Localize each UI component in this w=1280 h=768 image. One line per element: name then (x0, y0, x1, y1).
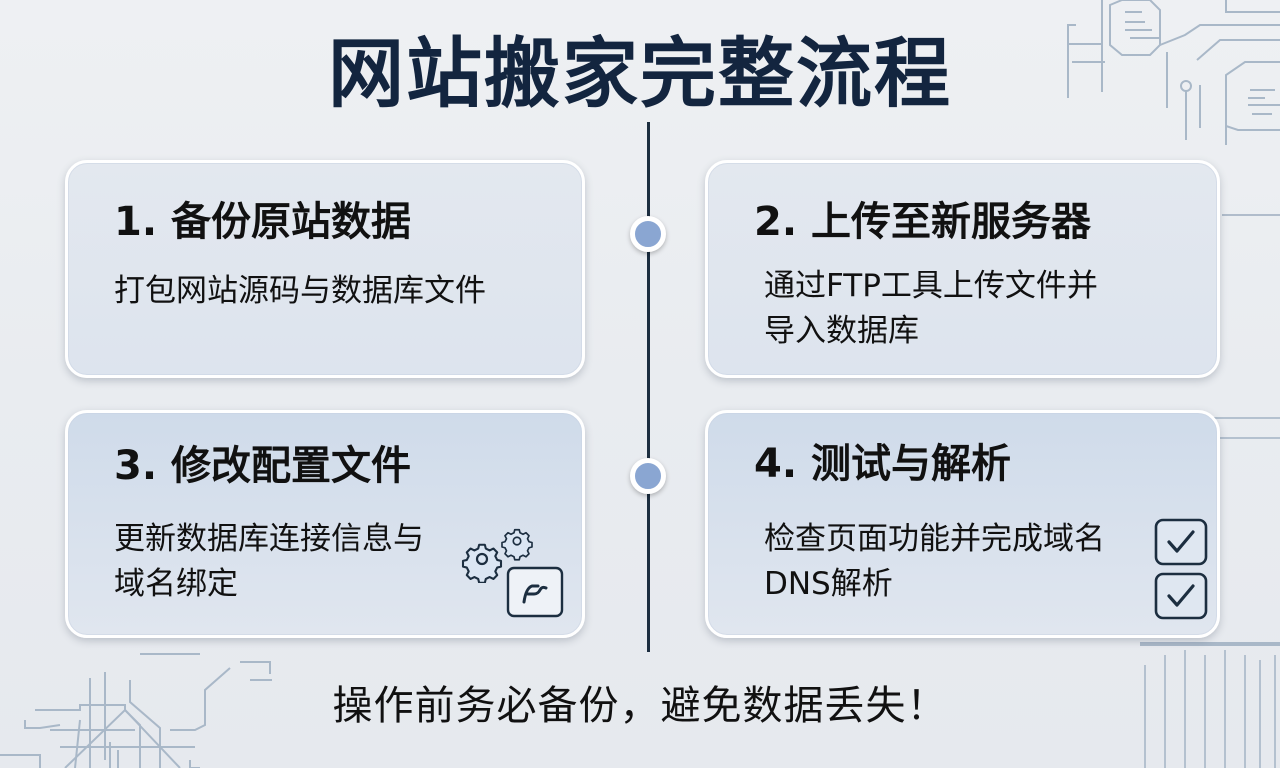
step-title: 4. 测试与解析 (754, 441, 1011, 487)
step-description: 更新数据库连接信息与 域名绑定 (114, 517, 424, 607)
footer-warning: 操作前务必备份，避免数据丢失！ (332, 683, 948, 729)
timeline-node-1 (630, 216, 666, 252)
step-description: 打包网站源码与数据库文件 (114, 269, 486, 314)
step-description-line: 通过FTP工具上传文件并 (764, 268, 1098, 304)
timeline-node-2 (630, 458, 666, 494)
step-description-line: DNS解析 (764, 566, 893, 602)
step-card-4: 4. 测试与解析 检查页面功能并完成域名 DNS解析 (705, 410, 1220, 638)
step-card-3: 3. 修改配置文件 更新数据库连接信息与 域名绑定 (65, 410, 585, 638)
step-description: 检查页面功能并完成域名 DNS解析 (764, 517, 1105, 607)
step-description-line: 更新数据库连接信息与 (114, 521, 424, 557)
step-description-line: 导入数据库 (764, 313, 919, 349)
step-description-line: 域名绑定 (114, 566, 238, 602)
page-title: 网站搬家完整流程 (328, 29, 952, 118)
checkbox-checked-icon (1154, 518, 1208, 570)
gears-icon (460, 523, 540, 587)
step-description-line: 打包网站源码与数据库文件 (114, 273, 486, 309)
step-title: 3. 修改配置文件 (114, 443, 411, 489)
step-description-line: 检查页面功能并完成域名 (764, 521, 1105, 557)
config-file-icon (506, 566, 564, 622)
step-description: 通过FTP工具上传文件并 导入数据库 (764, 264, 1098, 354)
step-title: 2. 上传至新服务器 (754, 199, 1091, 245)
step-card-1: 1. 备份原站数据 打包网站源码与数据库文件 (65, 160, 585, 378)
step-title: 1. 备份原站数据 (114, 199, 411, 245)
circuit-decoration-right (1222, 213, 1280, 217)
step-card-2: 2. 上传至新服务器 通过FTP工具上传文件并 导入数据库 (705, 160, 1220, 378)
checkbox-checked-icon (1154, 572, 1208, 624)
timeline-line (647, 122, 650, 652)
